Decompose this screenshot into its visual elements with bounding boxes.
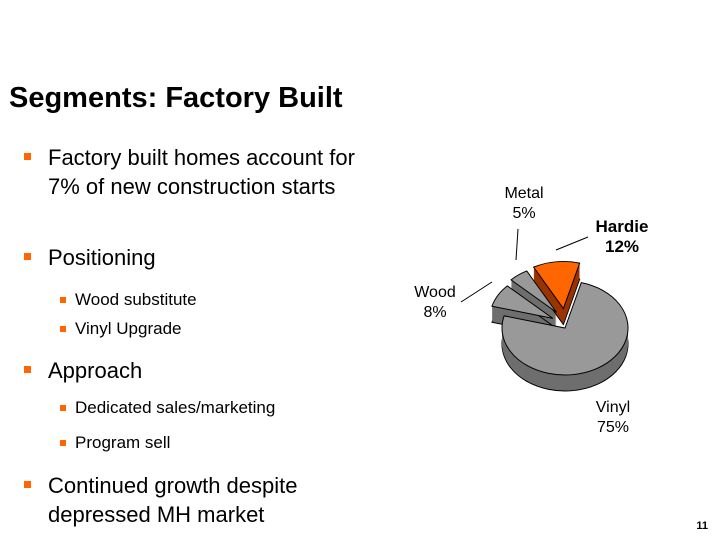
sub-bullet-text: Program sell <box>75 433 171 452</box>
data-label-wood: Wood 8% <box>390 283 480 323</box>
pie-slice-wood <box>491 285 554 319</box>
slide-title: Segments: Factory Built <box>9 82 343 114</box>
bullet-square-icon <box>60 326 66 332</box>
pie-slice-hardie <box>532 261 581 310</box>
sub-bullet-text: Wood substitute <box>75 290 197 309</box>
page-number: 11 <box>696 520 708 532</box>
label-name: Vinyl <box>595 399 631 416</box>
label-name: Wood <box>414 284 456 301</box>
sub-bullet-item: Dedicated sales/marketing <box>60 398 276 418</box>
sub-bullet-item: Wood substitute <box>60 290 197 310</box>
bullet-square-icon <box>24 481 31 488</box>
leader-line-wood <box>460 281 493 303</box>
bullet-text: Approach <box>48 358 143 383</box>
sub-bullet-item: Vinyl Upgrade <box>60 319 182 339</box>
bullet-text: Positioning <box>48 245 156 270</box>
bullet-item: Continued growth despite depressed MH ma… <box>24 471 368 529</box>
data-label-metal: Metal 5% <box>479 184 569 224</box>
pie-slice-metal <box>510 270 557 313</box>
bullet-item: Factory built homes account for 7% of ne… <box>24 143 368 201</box>
sub-bullet-text: Vinyl Upgrade <box>75 319 182 338</box>
sub-bullet-item: Program sell <box>60 433 171 453</box>
label-name: Hardie <box>595 217 649 236</box>
sub-bullet-text: Dedicated sales/marketing <box>75 398 276 417</box>
label-value: 75% <box>596 419 630 436</box>
pie-slice-vinyl <box>501 282 629 376</box>
bullet-square-icon <box>24 153 31 160</box>
bullet-square-icon <box>60 297 66 303</box>
bullet-square-icon <box>60 440 66 446</box>
label-value: 5% <box>512 205 536 222</box>
leader-line-hardie <box>555 236 589 251</box>
label-value: 12% <box>604 237 640 256</box>
leader-line-metal <box>515 228 519 261</box>
bullet-item: Approach <box>24 356 368 385</box>
bullet-item: Positioning <box>24 243 368 272</box>
bullet-square-icon <box>60 405 66 411</box>
label-name: Metal <box>504 185 544 202</box>
bullet-square-icon <box>24 253 31 260</box>
bullet-square-icon <box>24 366 31 373</box>
label-value: 8% <box>423 304 447 321</box>
bullet-text: Continued growth despite depressed MH ma… <box>48 473 298 527</box>
bullet-text: Factory built homes account for 7% of ne… <box>48 145 355 199</box>
data-label-vinyl: Vinyl 75% <box>568 398 658 438</box>
